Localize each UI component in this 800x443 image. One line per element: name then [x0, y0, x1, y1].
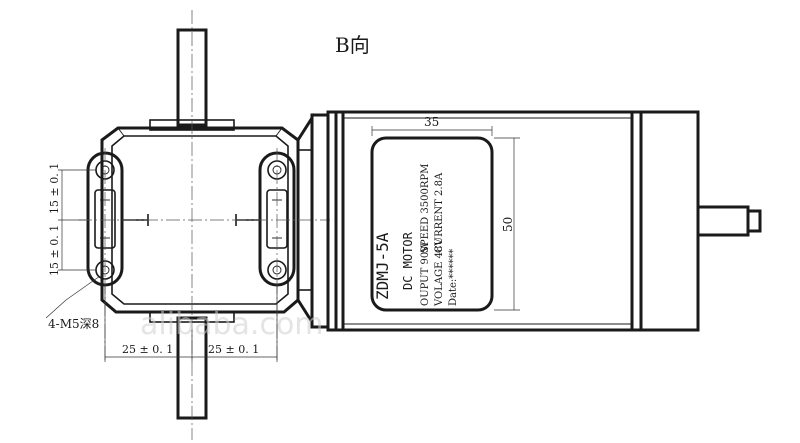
nameplate-voltage: VOLAGE 48V	[434, 238, 445, 307]
plate-width-label: 35	[424, 115, 439, 129]
bolt-spacing-left-label: 25 ± 0. 1	[122, 343, 173, 356]
nameplate: ZDMJ-5A DC MOTOR SPEED 3500RPM CURRENT 2…	[370, 136, 494, 312]
right-mount-slot	[235, 151, 296, 287]
view-label: B向	[335, 33, 370, 57]
bolt-spacing-right-label: 25 ± 0. 1	[208, 343, 259, 356]
motor-housing	[296, 110, 700, 332]
vertical-lower-label: 15 ± 0. 1	[48, 225, 61, 276]
output-shaft	[696, 205, 762, 237]
mount-hole-label: 4-M5深8	[48, 317, 99, 331]
nameplate-type: DC MOTOR	[401, 231, 415, 290]
nameplate-output: OUPUT 90W	[420, 241, 431, 306]
vertical-dimensions: 15 ± 0. 1 15 ± 0. 1	[48, 163, 96, 276]
center-lines	[78, 10, 330, 440]
nameplate-height-dimension: 50	[494, 137, 520, 311]
nameplate-speed: SPEED 3500RPM	[420, 164, 431, 253]
vertical-upper-label: 15 ± 0. 1	[48, 163, 61, 214]
bottom-dimensions: 25 ± 0. 1 25 ± 0. 1	[104, 285, 278, 362]
left-mount-slot	[86, 151, 149, 287]
nameplate-current: CURRENT 2.8A	[434, 172, 445, 253]
nameplate-width-dimension: 35	[371, 115, 493, 136]
nameplate-date: Date:******	[448, 249, 459, 306]
plate-height-label: 50	[501, 217, 515, 232]
nameplate-model: ZDMJ-5A	[373, 232, 392, 300]
mount-hole-callout: 4-M5深8	[45, 275, 101, 331]
watermark: alibaba.com	[140, 307, 324, 342]
